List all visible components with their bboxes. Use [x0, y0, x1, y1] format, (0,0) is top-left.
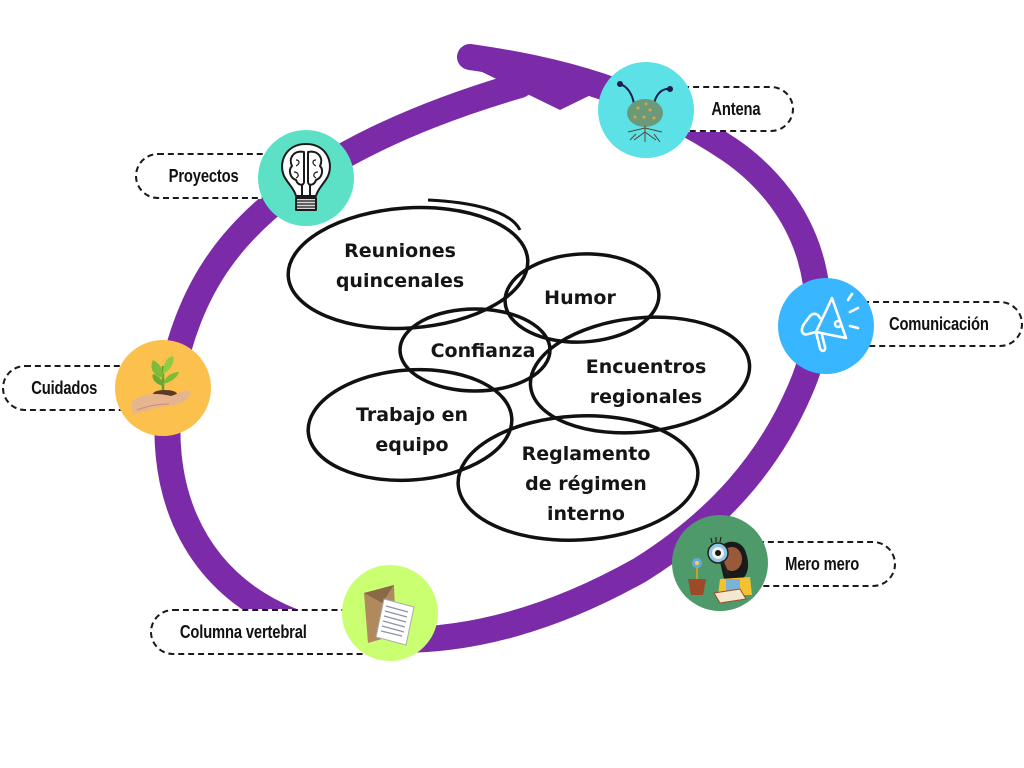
bubble-humor: Humor: [544, 283, 616, 313]
bubble-line: Humor: [544, 287, 616, 309]
bubble-line: quincenales: [335, 270, 465, 292]
label-text: Mero mero: [785, 553, 860, 574]
lightbulb-brain-icon: [281, 143, 331, 211]
label-text: Antena: [711, 98, 761, 119]
arrowhead: [475, 45, 605, 110]
label-text: Columna vertebral: [179, 621, 307, 642]
label-text: Cuidados: [31, 377, 98, 398]
node-proyectos: [258, 130, 354, 226]
hand-sprout-icon: [131, 356, 191, 414]
bubble-reuniones-stroke: [427, 198, 522, 231]
envelope-document-icon: [364, 585, 415, 646]
bubble-line: interno: [547, 503, 625, 525]
bubble-confianza: Confianza: [431, 336, 536, 366]
bubble-line: Trabajo en: [355, 404, 469, 426]
node-comunicacion: [778, 278, 874, 374]
ring-path: [154, 44, 831, 654]
bubble-line: Encuentros: [585, 356, 707, 378]
bubble-reuniones: Reuniones quincenales: [336, 236, 464, 296]
bubble-trabajo: Trabajo en equipo: [356, 400, 468, 460]
bubble-line: equipo: [375, 434, 449, 456]
bubble-trabajo-outline: [306, 367, 514, 483]
node-mero-mero: [672, 515, 768, 611]
node-cuidados: [115, 340, 211, 436]
bubble-line: de régimen: [525, 473, 647, 495]
bubble-encuentros: Encuentros regionales: [586, 352, 707, 412]
bubble-reglamento-outline: [456, 414, 700, 542]
bubble-humor-outline: [503, 252, 661, 344]
label-text: Comunicación: [888, 313, 989, 334]
bubble-line: regionales: [589, 386, 703, 408]
bubble-line: Confianza: [430, 340, 536, 362]
node-columna-vertebral: [342, 565, 438, 661]
node-antena: [598, 62, 694, 158]
bubble-line: Reuniones: [344, 240, 456, 262]
label-text: Proyectos: [168, 165, 239, 186]
bubble-encuentros-outline: [528, 315, 752, 435]
megaphone-icon: [800, 292, 860, 353]
researcher-magnifier-icon: [688, 536, 752, 603]
bubble-line: Reglamento: [521, 443, 651, 465]
brain-tree-antenna-icon: [617, 81, 673, 143]
bubble-reglamento: Reglamento de régimen interno: [522, 439, 651, 529]
